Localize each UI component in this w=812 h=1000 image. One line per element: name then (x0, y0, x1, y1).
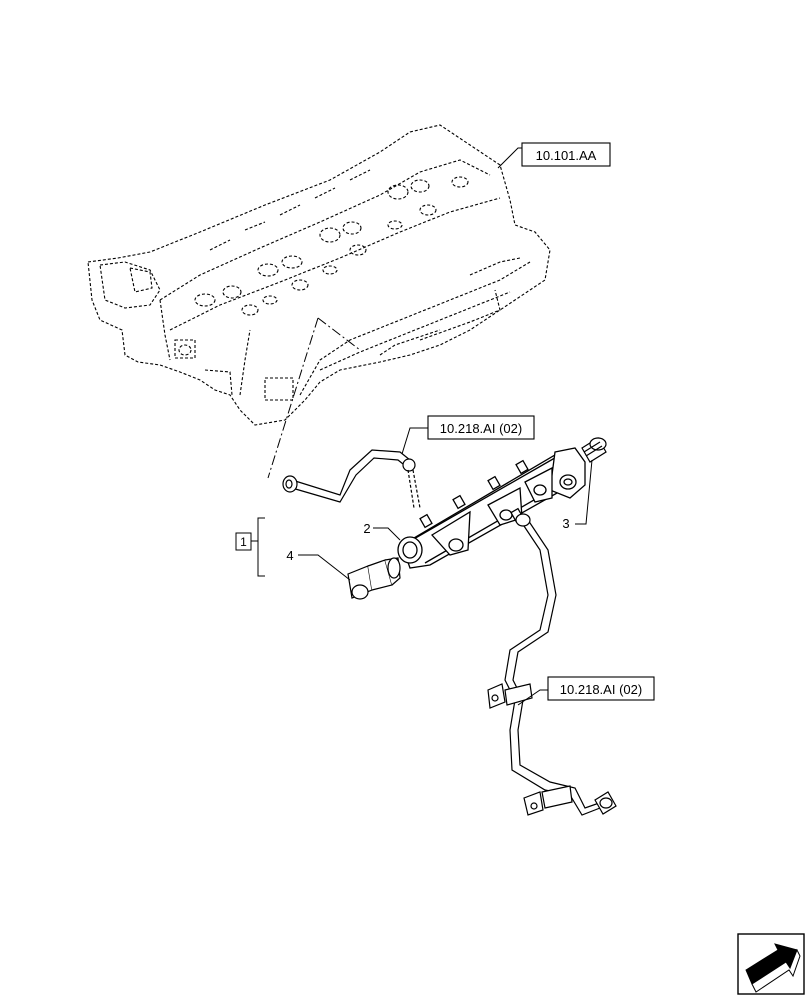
cylinder-head-phantom (87, 124, 551, 426)
plug (581, 437, 607, 463)
callout-number-sensor: 4 (286, 548, 293, 563)
callout-sensor[interactable]: 4 (286, 548, 351, 581)
ref-label-cylinder-head: 10.101.AA (536, 148, 597, 163)
ref-box-cylinder-head[interactable]: 10.101.AA (497, 142, 611, 169)
fuel-pipe-upper (282, 449, 421, 509)
common-rail (397, 447, 586, 569)
callout-number-plug: 3 (562, 516, 569, 531)
assembly-bracket[interactable]: 1 (235, 517, 265, 577)
ref-label-pipe-upper: 10.218.AI (02) (440, 421, 522, 436)
phantom-centerline (267, 317, 361, 479)
ref-box-pipe-lower[interactable]: 10.218.AI (02) (517, 676, 655, 706)
callout-plug[interactable]: 3 (562, 459, 593, 531)
ref-box-pipe-upper[interactable]: 10.218.AI (02) (401, 415, 535, 455)
callout-rail[interactable]: 2 (363, 521, 401, 541)
callout-number-assembly: 1 (240, 535, 247, 549)
ref-label-pipe-lower: 10.218.AI (02) (560, 682, 642, 697)
pressure-sensor (347, 557, 401, 600)
arrow-next-page-icon[interactable] (737, 933, 805, 995)
fuel-pipe-lower (487, 513, 617, 816)
callout-number-rail: 2 (363, 521, 370, 536)
